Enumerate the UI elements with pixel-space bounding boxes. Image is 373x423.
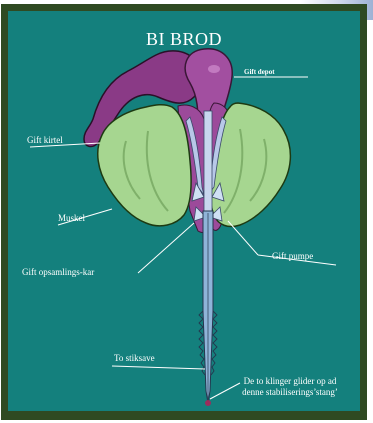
leader-to-stiksave <box>112 366 205 369</box>
diagram-canvas: BI BROD Gift depot Gift kirtel Muskel Gi… <box>8 11 360 411</box>
sting-tip <box>205 400 211 406</box>
label-gift-pumpe: Gift pumpe <box>272 251 313 261</box>
leader-gift-pumpe-diag <box>228 221 258 255</box>
label-gift-opsamlings-kar: Gift opsamlings-kar <box>22 267 94 277</box>
label-klinger-line1: De to klinger glider op ad <box>230 376 350 386</box>
label-muskel: Muskel <box>58 213 85 223</box>
label-gift-kirtel: Gift kirtel <box>27 135 63 145</box>
depot-highlight <box>208 65 220 73</box>
leader-opsamlings-kar <box>138 223 194 273</box>
left-muscle-shape <box>98 105 191 226</box>
bee-sting-illustration <box>8 11 360 411</box>
label-gift-depot: Gift depot <box>244 67 275 77</box>
diagram-panel: BI BROD Gift depot Gift kirtel Muskel Gi… <box>1 4 367 420</box>
diagram-title: BI BROD <box>8 29 360 50</box>
label-klinger-line2: denne stabiliserings’stang’ <box>230 387 350 397</box>
label-to-stiksave: To stiksave <box>114 353 155 363</box>
